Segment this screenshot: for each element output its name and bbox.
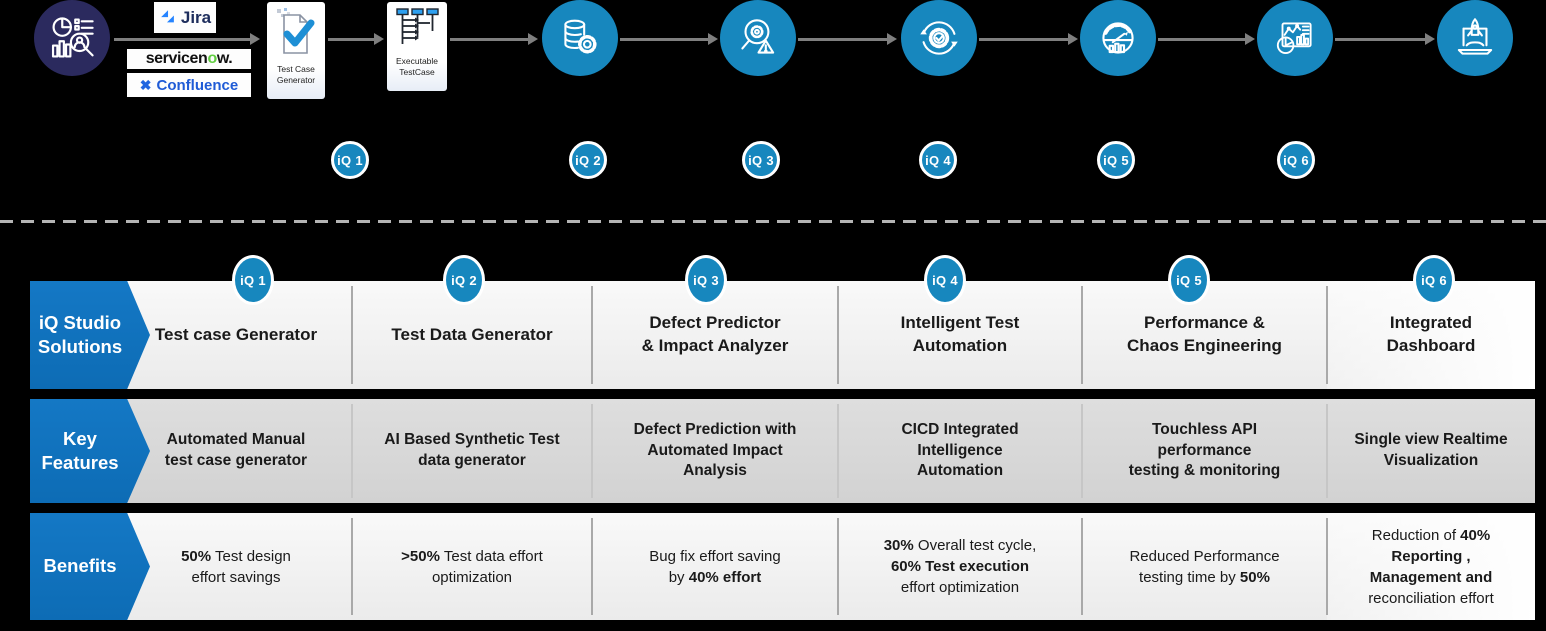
table-iq-badge-6: iQ 6 [1413, 255, 1455, 305]
table-iq-badge-1: iQ 1 [232, 255, 274, 305]
document-check-icon [273, 7, 319, 60]
flow-arrow-1 [114, 33, 260, 45]
jira-icon [159, 7, 176, 29]
flow-arrow-7 [1158, 33, 1255, 45]
table-iq-badge-3: iQ 3 [685, 255, 727, 305]
table-cell-benefits: Reduction of 40%Reporting ,Management an… [1326, 513, 1535, 620]
performance-gauge-icon [1093, 13, 1143, 63]
table-cell-solutions: Test Data Generator [351, 281, 592, 389]
flow-step-performance [1080, 0, 1156, 76]
executable-testcase-card: Executable TestCase [387, 2, 447, 91]
dashed-divider [0, 220, 1546, 223]
table-iq-badge-2: iQ 2 [443, 255, 485, 305]
flow-step-launch [1437, 0, 1513, 76]
confluence-label: Confluence [156, 76, 239, 94]
row-label-iq-studio-solutions: iQ Studio Solutions [30, 281, 150, 389]
test-case-generator-card: Test Case Generator [267, 2, 325, 99]
database-gear-icon [555, 13, 605, 63]
row-label-benefits: Benefits [30, 513, 150, 620]
confluence-icon: ✖ [139, 76, 152, 93]
gantt-testcase-icon [392, 7, 442, 52]
flow-arrow-4 [620, 33, 718, 45]
table-cell-solutions: Test case Generator [154, 324, 318, 344]
dashboard-charts-icon [1270, 13, 1320, 63]
table-iq-badge-4: iQ 4 [924, 255, 966, 305]
flow-arrow-6 [979, 33, 1078, 45]
iq-badge-1: iQ 1 [331, 141, 369, 179]
row-label-key-features: Key Features [30, 399, 150, 503]
rocket-laptop-icon [1450, 13, 1500, 63]
iq-badge-3: iQ 3 [742, 141, 780, 179]
confluence-logo: ✖ Confluence [127, 73, 251, 97]
servicenow-logo: servicenow. [127, 49, 251, 69]
table-iq-badge-5: iQ 5 [1168, 255, 1210, 305]
automation-gear-sync-icon [914, 13, 964, 63]
flow-step-defect-predictor [720, 0, 796, 76]
iq-badge-4: iQ 4 [919, 141, 957, 179]
defect-magnifier-icon [733, 13, 783, 63]
servicenow-label: servicenow. [145, 50, 233, 67]
flow-arrow-5 [798, 33, 897, 45]
card-caption: Test Case Generator [276, 64, 316, 86]
analytics-magnifier-icon [46, 12, 98, 64]
table-cell-solutions: Defect Predictor& Impact Analyzer [591, 281, 838, 389]
requirements-analysis-step [34, 0, 110, 76]
jira-label: Jira [180, 7, 212, 27]
iq-badge-5: iQ 5 [1097, 141, 1135, 179]
servicenow-green-o: o [207, 50, 217, 67]
card-caption: Executable TestCase [395, 56, 439, 78]
flow-step-dashboard [1257, 0, 1333, 76]
table-cell-solutions: Performance &Chaos Engineering [1081, 281, 1327, 389]
flow-arrow-8 [1335, 33, 1435, 45]
table-cell-benefits: 30% Overall test cycle,60% Test executio… [837, 513, 1082, 620]
flow-arrow-2 [328, 33, 384, 45]
flow-arrow-3 [450, 33, 538, 45]
jira-logo: Jira [154, 2, 216, 33]
iq-badge-2: iQ 2 [569, 141, 607, 179]
flow-step-intelligent-automation [901, 0, 977, 76]
flow-step-test-data [542, 0, 618, 76]
iq-badge-6: iQ 6 [1277, 141, 1315, 179]
